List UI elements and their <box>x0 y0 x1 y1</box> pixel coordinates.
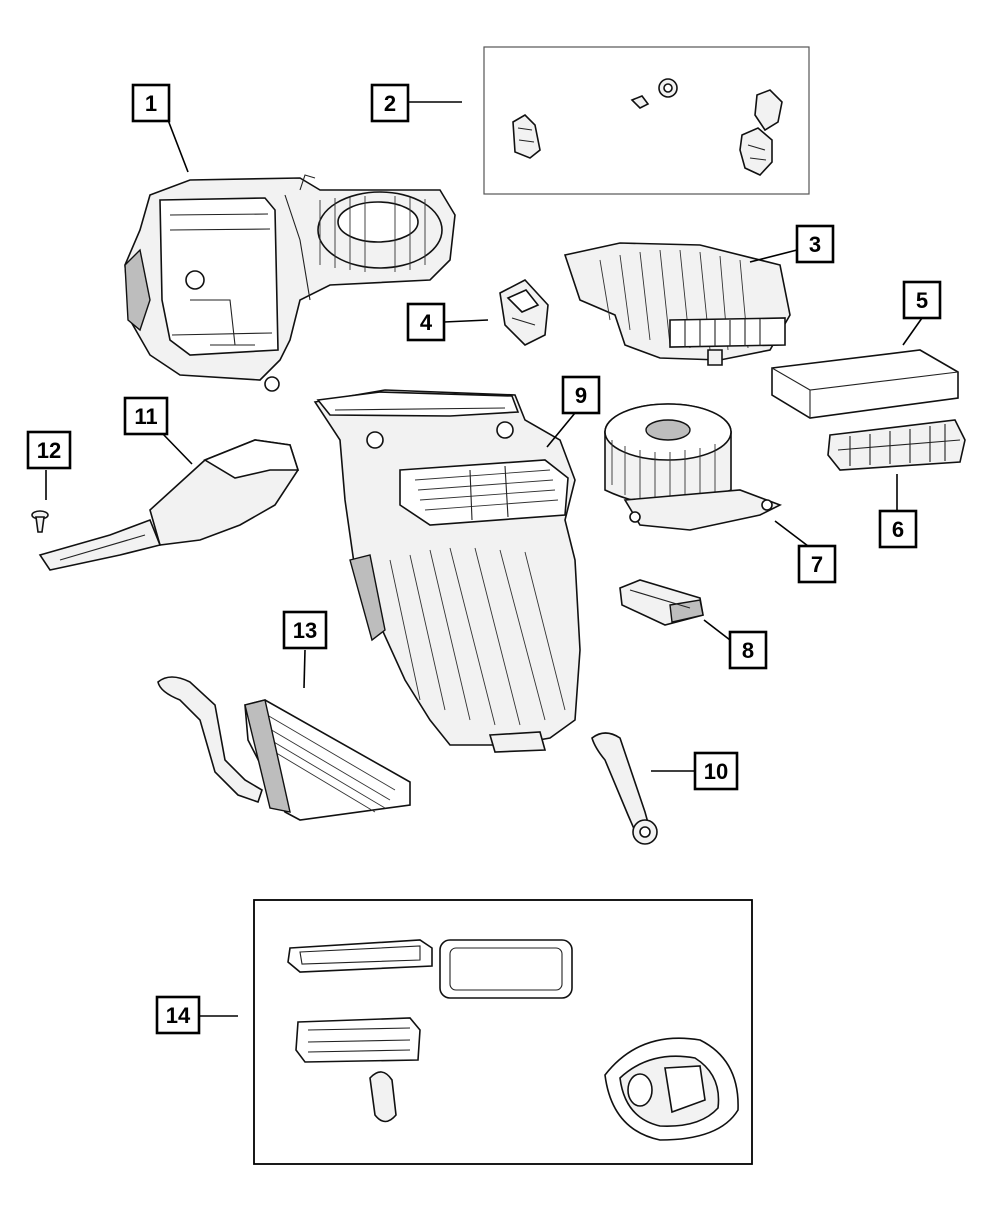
svg-text:14: 14 <box>166 1003 191 1028</box>
callout-3: 3 <box>795 224 835 264</box>
svg-text:11: 11 <box>134 404 157 429</box>
svg-text:12: 12 <box>37 438 61 463</box>
part-1-hvac-housing <box>124 174 456 392</box>
callout-4: 4 <box>406 302 446 342</box>
callout-1: 1 <box>131 83 171 123</box>
callout-10: 10 <box>693 751 739 791</box>
svg-text:5: 5 <box>916 288 928 313</box>
callout-2: 2 <box>370 83 410 123</box>
leader-9 <box>546 412 576 448</box>
leader-7 <box>774 520 809 547</box>
svg-text:1: 1 <box>145 91 157 116</box>
part-6-filter-door <box>827 419 966 471</box>
svg-text:7: 7 <box>811 552 823 577</box>
callout-8: 8 <box>728 630 768 670</box>
svg-text:3: 3 <box>809 232 821 257</box>
leader-5 <box>902 317 923 346</box>
svg-text:10: 10 <box>704 759 728 784</box>
svg-text:2: 2 <box>384 91 396 116</box>
part-4-actuator <box>499 279 549 346</box>
callout-13: 13 <box>282 610 328 650</box>
part-2-door-kit <box>483 46 810 195</box>
svg-text:4: 4 <box>420 310 433 335</box>
callout-14: 14 <box>155 995 201 1035</box>
leader-8 <box>703 619 731 641</box>
leader-lines <box>45 101 923 1017</box>
leader-3 <box>749 249 798 263</box>
part-5-cabin-filter <box>771 349 959 419</box>
callout-6: 6 <box>878 509 918 549</box>
part-14-seal-kit <box>253 899 753 1165</box>
leader-13 <box>303 649 306 689</box>
svg-text:9: 9 <box>575 383 587 408</box>
part-11-floor-duct <box>38 439 300 571</box>
svg-text:13: 13 <box>293 618 317 643</box>
callout-7: 7 <box>797 544 837 584</box>
callout-9: 9 <box>561 375 601 415</box>
part-7-blower-motor <box>604 403 782 531</box>
part-13-heater-core <box>157 676 411 821</box>
part-9-hvac-module <box>313 389 581 753</box>
part-10-heater-tube <box>591 732 658 845</box>
callout-5: 5 <box>902 280 942 320</box>
leader-1 <box>167 119 189 173</box>
part-3-distribution-duct <box>563 242 791 366</box>
leader-4 <box>443 319 489 323</box>
part-12-push-pin <box>31 510 49 533</box>
callout-12: 12 <box>26 430 72 470</box>
svg-text:8: 8 <box>742 638 754 663</box>
part-8-blower-resistor <box>619 579 704 626</box>
callout-11: 11 <box>123 396 169 436</box>
svg-text:6: 6 <box>892 517 904 542</box>
leader-11 <box>160 431 193 465</box>
